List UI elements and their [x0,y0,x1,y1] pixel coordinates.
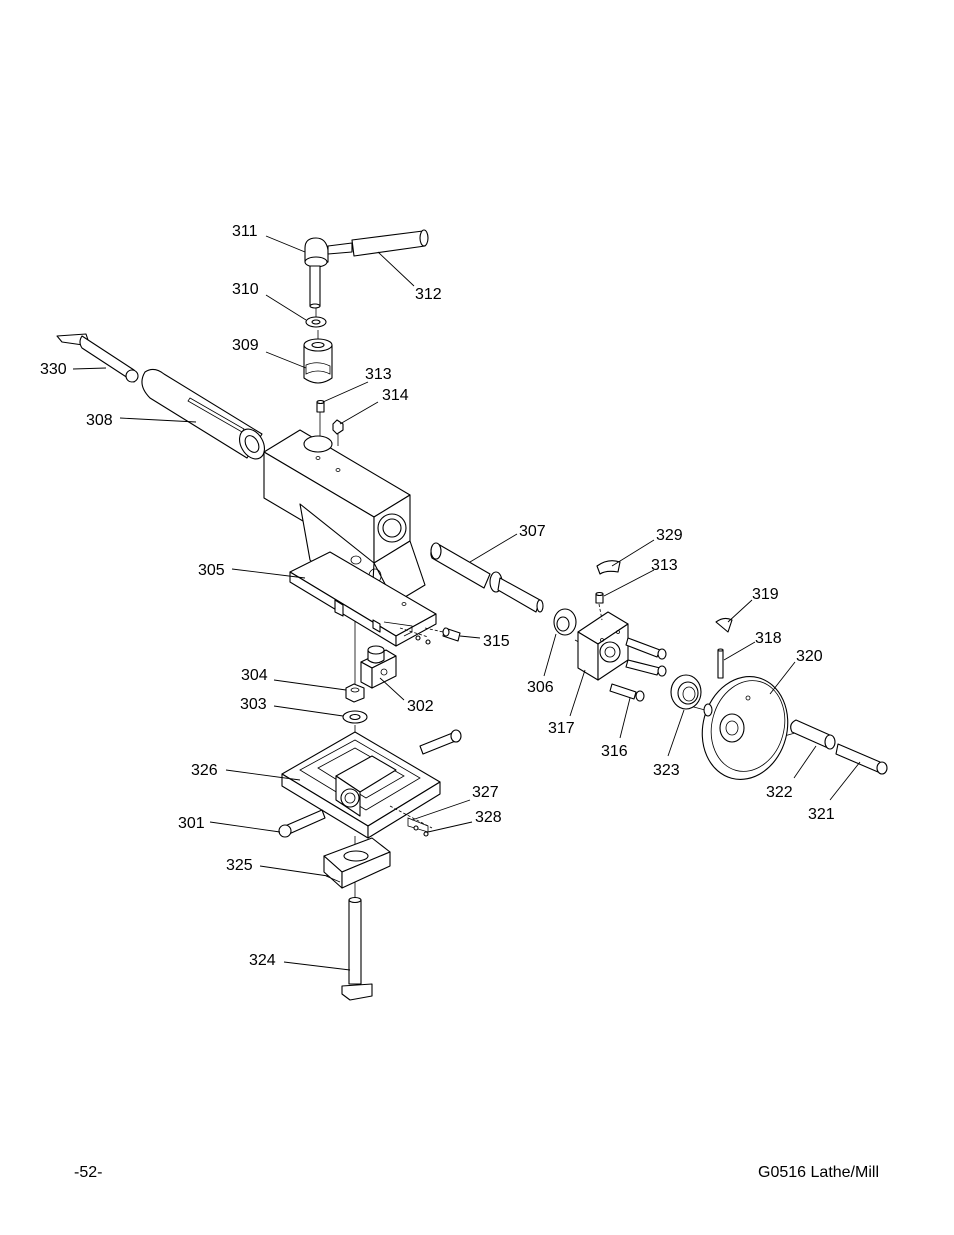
part-302-clamp-block [360,645,397,689]
callout-318: 318 [755,630,782,647]
callout-312: 312 [415,286,442,303]
part-303-flat-washer [342,710,368,724]
model-name: G0516 Lathe/Mill [758,1164,879,1181]
part-329-key [596,560,621,575]
part-306-thrust-bearing [553,608,577,636]
part-305-tailstock-body [263,429,437,647]
callout-313-top: 313 [365,366,392,383]
callout-302: 302 [407,698,434,715]
callout-310: 310 [232,281,259,298]
part-325-clamp-plate [323,837,391,889]
callout-311: 311 [232,223,258,240]
callout-329: 329 [656,527,683,544]
callout-305: 305 [198,562,225,579]
page-number: -52- [74,1164,103,1181]
callout-301: 301 [178,815,205,832]
callout-303: 303 [240,696,267,713]
part-309-lock-sleeve [303,338,333,384]
callout-319: 319 [752,586,779,603]
callout-321: 321 [808,806,835,823]
callout-308: 308 [86,412,113,429]
part-312-lock-lever [327,229,429,257]
part-315-set-screw [424,627,461,642]
callout-326: 326 [191,762,218,779]
part-310-washer [305,316,327,328]
part-326-tailstock-base [281,731,441,839]
callout-330: 330 [40,361,67,378]
part-304-hex-nut [345,683,365,703]
callout-309: 309 [232,337,259,354]
callout-307: 307 [519,523,546,540]
callout-316: 316 [601,743,628,760]
callout-322: 322 [766,784,793,801]
part-314-lock-pin [332,419,344,446]
part-326-top-cap-screw [419,729,462,755]
callout-317: 317 [548,720,575,737]
callout-313-right: 313 [651,557,678,574]
part-321-handle-shaft [835,743,888,775]
callout-320: 320 [796,648,823,665]
part-313-set-screw-right [595,591,604,621]
callout-325: 325 [226,857,253,874]
part-308-quill [141,368,265,460]
part-318-roll-pin [717,648,724,679]
callout-304: 304 [241,667,268,684]
callout-314: 314 [382,387,409,404]
leader-lines [72,235,861,971]
part-322-handle-grip [790,719,836,750]
part-316-cap-screws [609,637,667,702]
callout-327: 327 [472,784,499,801]
part-301-cap-screw [278,809,326,838]
callout-323: 323 [653,762,680,779]
callout-328: 328 [475,809,502,826]
part-324-t-bolt [341,896,373,1001]
callout-324: 324 [249,952,276,969]
part-307-lead-screw [430,542,544,613]
callout-306: 306 [527,679,554,696]
part-320-handwheel [701,676,789,780]
callout-315: 315 [483,633,510,650]
part-330-dead-center [56,333,139,383]
part-323-graduated-collar [670,674,702,710]
part-328-gib-screws [413,635,431,837]
part-313-set-screw-top [316,399,325,413]
part-327-gib [407,817,429,833]
part-317-bearing-housing [577,611,629,681]
part-311-lock-handle-cap [304,237,329,309]
callout-labels: 311 312 310 309 313 314 330 308 305 307 … [40,223,835,969]
